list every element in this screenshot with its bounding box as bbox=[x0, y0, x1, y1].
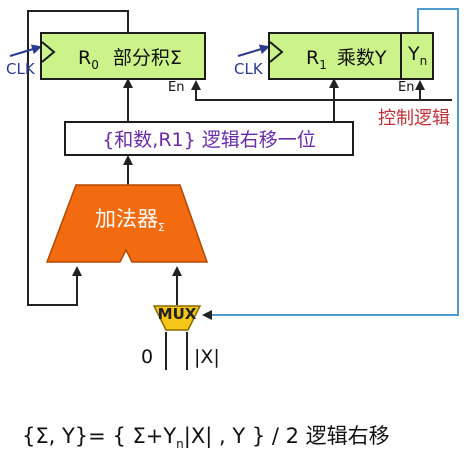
clk-r1-arrow bbox=[237, 44, 270, 57]
adder-name: 加法器 bbox=[95, 207, 158, 231]
clock-triangle-icon bbox=[269, 41, 284, 63]
r1-field-divider bbox=[400, 34, 402, 78]
adder-subscript: Σ bbox=[158, 221, 165, 235]
clk-r0-label: CLK bbox=[6, 60, 35, 78]
mux-label: MUX bbox=[157, 305, 197, 323]
adder-label: 加法器Σ bbox=[95, 203, 165, 234]
clock-triangle-icon bbox=[41, 41, 56, 63]
r0-letter: R bbox=[78, 47, 92, 69]
yn-letter: Y bbox=[408, 43, 420, 65]
r0-feedback-wire bbox=[27, 10, 129, 306]
mux-input-1-label: |X| bbox=[194, 346, 220, 368]
formula-part-2: |X| , Y } / 2 逻辑右移 bbox=[183, 424, 390, 448]
formula-subscript: n bbox=[176, 437, 184, 451]
clk-r0-arrow bbox=[9, 44, 42, 57]
shift-formula: {Σ, Y}= { Σ+Yn|X| , Y } / 2 逻辑右移 bbox=[22, 420, 390, 451]
clk-r1-label: CLK bbox=[234, 60, 263, 78]
shift-unit-label: {和数,R1} 逻辑右移一位 bbox=[102, 129, 316, 151]
shift-unit: {和数,R1} 逻辑右移一位 bbox=[64, 121, 354, 156]
r0-subscript: 0 bbox=[91, 57, 99, 72]
control-logic-label: 控制逻辑 bbox=[378, 108, 450, 129]
r1-label: R1 乘数Y bbox=[306, 43, 387, 72]
register-r0: R0 部分积Σ bbox=[40, 32, 206, 80]
r1-subscript: 1 bbox=[319, 57, 327, 72]
control-to-en-r0-wire bbox=[191, 80, 452, 101]
mux-input-0-label: 0 bbox=[141, 346, 154, 368]
formula-part-1: {Σ, Y}= { Σ+Y bbox=[22, 424, 177, 448]
yn-field: Yn bbox=[408, 43, 427, 68]
yn-subscript: n bbox=[419, 53, 428, 68]
register-r1: R1 乘数Y Yn bbox=[268, 32, 434, 80]
r1-name: 乘数Y bbox=[336, 47, 387, 69]
mux-shape bbox=[152, 305, 202, 331]
r1-letter: R bbox=[306, 47, 320, 69]
r0-name: 部分积Σ bbox=[112, 47, 182, 69]
yn-to-mux-wire bbox=[202, 8, 459, 320]
adder-shape bbox=[45, 184, 209, 263]
en-r0-label: En bbox=[168, 80, 185, 95]
en-r1-label: En bbox=[398, 80, 415, 95]
r0-label: R0 部分积Σ bbox=[78, 43, 182, 72]
